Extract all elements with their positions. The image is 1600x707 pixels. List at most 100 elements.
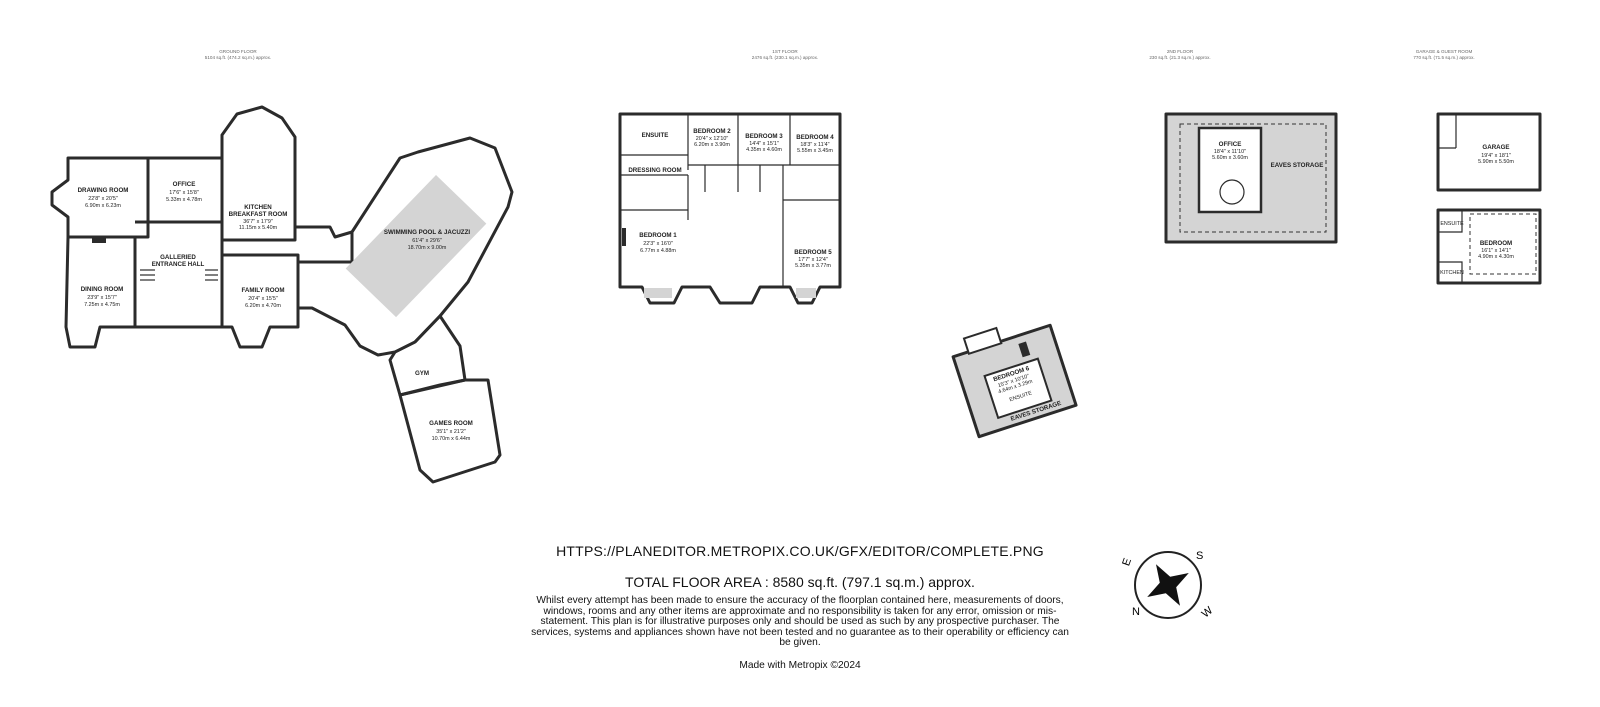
room-name: BEDROOM 1 bbox=[639, 232, 677, 239]
room-name: SWIMMING POOL & JACUZZI bbox=[384, 229, 470, 236]
room-dim-metric: 5.60m x 3.60m bbox=[1212, 155, 1248, 161]
floor-title: 1ST FLOOR bbox=[772, 49, 798, 54]
room-name: DRAWING ROOM bbox=[78, 187, 129, 194]
room-name: BEDROOM 5 bbox=[794, 249, 832, 256]
room-dim-metric: 5.35m x 3.77m bbox=[795, 263, 831, 269]
room-dim-imperial: 20'4" x 15'5" bbox=[248, 296, 278, 302]
ground-floor-plan: DRAWING ROOM 22'8" x 20'5" 6.90m x 6.23m… bbox=[50, 105, 514, 484]
garage-guest-plan: GARAGE 19'4" x 18'1" 5.90m x 5.50m ENSUI… bbox=[1436, 112, 1542, 285]
compass-star-icon bbox=[1147, 564, 1189, 606]
room-dim-imperial: 16'1" x 14'1" bbox=[1481, 248, 1511, 254]
bay-window bbox=[644, 288, 672, 298]
room-dim-metric: 4.90m x 4.30m bbox=[1478, 254, 1514, 260]
link-corridor-walls bbox=[295, 225, 354, 264]
drawing-room-walls bbox=[50, 156, 150, 239]
room-dim-metric: 5.55m x 3.45m bbox=[797, 148, 833, 154]
room-dim-imperial: 17'7" x 12'4" bbox=[798, 257, 828, 263]
room-name: ENSUITE bbox=[642, 132, 669, 139]
source-url: HTTPS://PLANEDITOR.METROPIX.CO.UK/GFX/ED… bbox=[556, 543, 1044, 559]
total-floor-area: TOTAL FLOOR AREA : 8580 sq.ft. (797.1 sq… bbox=[625, 574, 975, 590]
room-name: OFFICE bbox=[173, 181, 196, 188]
second-floor-plan: OFFICE 18'4" x 11'10" 5.60m x 3.60m EAVE… bbox=[951, 112, 1338, 439]
room-dim-metric: 11.15m x 5.40m bbox=[239, 225, 278, 231]
room-name: BEDROOM bbox=[1480, 240, 1512, 247]
guest-partitions bbox=[1438, 210, 1463, 283]
room-dim-metric: 7.25m x 4.75m bbox=[84, 302, 120, 308]
room-dim-imperial: 36'7" x 17'9" bbox=[243, 219, 273, 225]
room-name-2: ENTRANCE HALL bbox=[152, 261, 205, 268]
restricted-height-line bbox=[1179, 123, 1327, 233]
floor-area: 230 sq.ft. (21.3 sq.m.) approx. bbox=[1149, 55, 1210, 60]
dining-room-walls bbox=[64, 235, 137, 349]
floor-area: 5104 sq.ft. (474.2 sq.m.) approx. bbox=[205, 55, 271, 60]
made-with-credit: Made with Metropix ©2024 bbox=[739, 660, 861, 671]
disclaimer-text: Whilst every attempt has been made to en… bbox=[531, 595, 1069, 649]
room-dim-metric: 6.77m x 4.88m bbox=[640, 248, 676, 254]
room-dim-metric: 5.90m x 5.50m bbox=[1478, 159, 1514, 165]
room-name: DINING ROOM bbox=[81, 286, 124, 293]
compass-s: S bbox=[1196, 550, 1203, 562]
bedroom-6-plan: BEDROOM 6 15'3" x 10'10" 4.64m x 3.29m E… bbox=[951, 323, 1078, 439]
room-name: GALLERIED bbox=[160, 254, 196, 261]
room-dim-imperial: 22'8" x 20'5" bbox=[88, 196, 118, 202]
room-dim-imperial: 22'3" x 16'0" bbox=[643, 241, 673, 247]
room-name: BEDROOM 2 bbox=[693, 128, 731, 135]
room-name: BEDROOM 4 bbox=[796, 134, 834, 141]
room-dim-imperial: 17'6" x 15'8" bbox=[169, 190, 199, 196]
floor-area: 770 sq.ft. (71.5 sq.m.) approx. bbox=[1413, 55, 1474, 60]
pool-water bbox=[345, 175, 487, 318]
room-dim-metric: 5.33m x 4.78m bbox=[166, 197, 202, 203]
garage-store bbox=[1438, 114, 1457, 149]
bay-window bbox=[796, 288, 816, 298]
room-dim-metric: 6.90m x 6.23m bbox=[85, 203, 121, 209]
spiral-stair-icon bbox=[1219, 179, 1245, 205]
floor-label-ground: GROUND FLOOR 5104 sq.ft. (474.2 sq.m.) a… bbox=[205, 49, 271, 60]
room-name: ENSUITE bbox=[1440, 221, 1464, 227]
room-name: GARAGE bbox=[1482, 144, 1509, 151]
room-dim-imperial: 18'3" x 11'4" bbox=[800, 142, 829, 148]
room-name: GYM bbox=[415, 370, 429, 377]
room-dim-metric: 10.70m x 6.44m bbox=[432, 436, 471, 442]
fireplace-icon bbox=[622, 228, 626, 246]
room-name: OFFICE bbox=[1219, 141, 1242, 148]
room-name: DRESSING ROOM bbox=[628, 167, 681, 174]
pool-hall-walls bbox=[298, 136, 514, 357]
compass-w: W bbox=[1200, 604, 1216, 620]
room-dim-imperial: 18'4" x 11'10" bbox=[1214, 149, 1246, 155]
floor-label-garage: GARAGE & GUEST ROOM 770 sq.ft. (71.5 sq.… bbox=[1413, 49, 1474, 60]
floor-area: 2476 sq.ft. (230.1 sq.m.) approx. bbox=[752, 55, 818, 60]
first-floor-plan: ENSUITE BEDROOM 2 20'4" x 12'10" 6.20m x… bbox=[618, 112, 842, 305]
office-room bbox=[1197, 126, 1263, 214]
room-dim-metric: 4.35m x 4.60m bbox=[746, 147, 782, 153]
room-dim-imperial: 14'4" x 15'1" bbox=[749, 141, 779, 147]
games-room-walls bbox=[398, 378, 502, 484]
room-name-2: BREAKFAST ROOM bbox=[229, 211, 288, 218]
staircase bbox=[140, 269, 218, 281]
compass-n: N bbox=[1132, 606, 1140, 618]
floor-label-second: 2ND FLOOR 230 sq.ft. (21.3 sq.m.) approx… bbox=[1149, 49, 1210, 60]
second-floor-outline bbox=[1164, 112, 1338, 244]
room-dim-imperial: 23'9" x 15'7" bbox=[87, 295, 117, 301]
room-name: EAVES STORAGE bbox=[1271, 162, 1324, 169]
floor-title: GARAGE & GUEST ROOM bbox=[1416, 49, 1473, 54]
room-dim-imperial: 19'4" x 18'1" bbox=[1481, 153, 1511, 159]
room-dim-metric: 6.20m x 3.90m bbox=[694, 142, 730, 148]
room-name: KITCHEN bbox=[244, 204, 272, 211]
guest-room-walls bbox=[1436, 208, 1542, 285]
room-name: KITCHEN bbox=[1440, 270, 1464, 276]
floor-label-first: 1ST FLOOR 2476 sq.ft. (230.1 sq.m.) appr… bbox=[752, 49, 818, 60]
first-floor-partitions bbox=[620, 114, 840, 287]
compass-e: E bbox=[1120, 557, 1134, 568]
room-name: FAMILY ROOM bbox=[242, 287, 285, 294]
room-dim-imperial: 35'1" x 21'2" bbox=[436, 429, 466, 435]
room-name: BEDROOM 3 bbox=[745, 133, 783, 140]
kitchen-walls bbox=[220, 105, 297, 242]
room-dim-imperial: 61'4" x 29'6" bbox=[412, 238, 442, 244]
room-name: GAMES ROOM bbox=[429, 420, 473, 427]
room-dim-metric: 6.20m x 4.70m bbox=[245, 303, 281, 309]
compass-ring bbox=[1134, 551, 1202, 619]
fireplace-icon bbox=[92, 237, 106, 243]
room-dim-imperial: 20'4" x 12'10" bbox=[696, 136, 729, 142]
garage-walls bbox=[1436, 112, 1542, 192]
